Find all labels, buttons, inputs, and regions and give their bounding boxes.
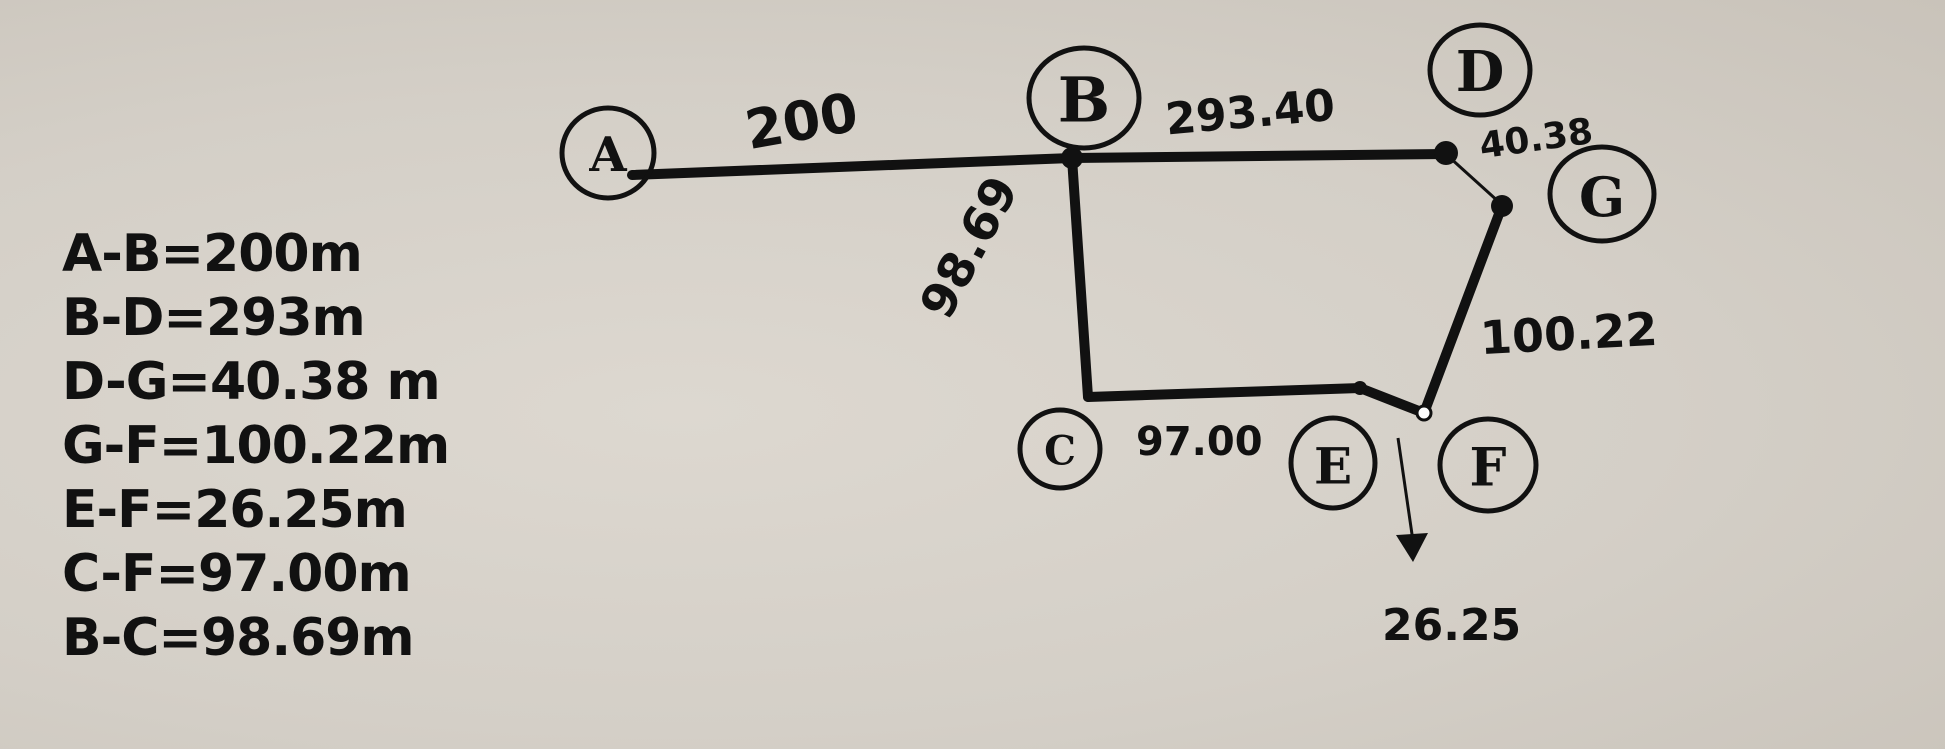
distance-legend: A-B=200m B-D=293m D-G=40.38 m G-F=100.22… xyxy=(62,222,582,670)
node-b-label: B xyxy=(1058,64,1110,137)
edge-label-gf: 100.22 xyxy=(1479,302,1659,365)
edge-label-bc: 98.69 xyxy=(909,167,1030,327)
edge-g-f xyxy=(1419,201,1507,418)
legend-line-ab: A-B=200m xyxy=(62,224,363,284)
node-e-label: E xyxy=(1314,437,1352,496)
junction-dot-g xyxy=(1491,195,1513,217)
legend-line-ef: E-F=26.25m xyxy=(62,480,408,540)
node-f: F xyxy=(1437,416,1539,514)
edge-label-cf: 97.00 xyxy=(1136,419,1263,465)
node-a-label: A xyxy=(588,127,627,183)
edge-d-g xyxy=(1446,154,1502,205)
node-f-label: F xyxy=(1470,438,1507,499)
junction-dot-e xyxy=(1353,381,1367,395)
legend-line-dg: D-G=40.38 m xyxy=(62,352,441,412)
edge-label-ef: 26.25 xyxy=(1382,600,1521,651)
edge-a-b xyxy=(627,153,1077,180)
node-d: D xyxy=(1427,22,1533,118)
edge-c-f xyxy=(1083,382,1429,418)
node-c: C xyxy=(1017,407,1103,491)
node-a: A xyxy=(559,105,657,201)
edge-b-c xyxy=(1067,153,1093,402)
legend-line-bd: B-D=293m xyxy=(62,288,366,348)
node-e: E xyxy=(1288,415,1378,511)
node-g-label: G xyxy=(1579,165,1625,229)
edge-label-bd: 293.40 xyxy=(1163,80,1337,146)
legend-line-cf: C-F=97.00m xyxy=(62,544,412,604)
edge-label-dg: 40.38 xyxy=(1477,111,1595,167)
edge-b-d xyxy=(1067,149,1450,163)
node-c-label: C xyxy=(1044,428,1076,475)
node-b: B xyxy=(1026,45,1142,151)
legend-line-gf: G-F=100.22m xyxy=(62,416,450,476)
arrow-head-icon xyxy=(1396,533,1428,562)
legend-line-bc: B-C=98.69m xyxy=(62,608,415,668)
node-g: G xyxy=(1547,144,1657,244)
junction-dot-f xyxy=(1415,404,1433,422)
junction-dot-d xyxy=(1434,141,1458,165)
node-d-label: D xyxy=(1456,39,1505,105)
edge-e-f xyxy=(1396,437,1416,549)
edge-label-ab: 200 xyxy=(741,80,863,162)
junction-dot-b xyxy=(1061,147,1083,169)
